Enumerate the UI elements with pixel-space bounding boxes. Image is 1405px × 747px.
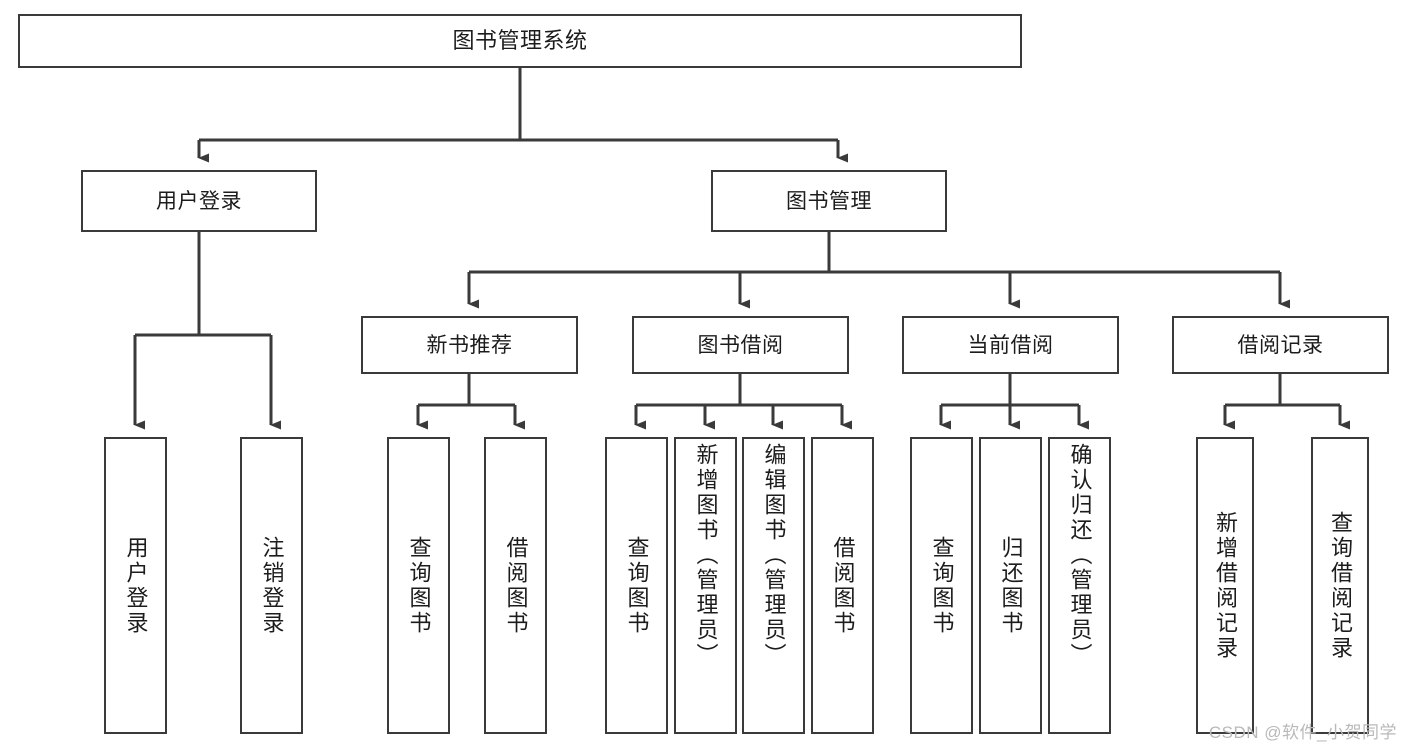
node-label: 用户登录 <box>156 189 242 213</box>
node-label: 新增图书（管理员） <box>693 443 719 668</box>
leaf-logout-login[interactable]: 注销登录 <box>240 437 303 734</box>
node-label: 借阅图书 <box>830 535 856 636</box>
node-book-manage[interactable]: 图书管理 <box>711 170 947 232</box>
leaf-query-book-borrow[interactable]: 查询图书 <box>605 437 668 734</box>
node-label: 确认归还（管理员） <box>1067 443 1093 668</box>
node-label: 图书借阅 <box>697 333 784 357</box>
node-label: 新书推荐 <box>426 333 513 357</box>
node-label: 图书管理 <box>786 189 872 213</box>
leaf-add-borrow-record[interactable]: 新增借阅记录 <box>1196 437 1254 734</box>
leaf-return-book[interactable]: 归还图书 <box>979 437 1042 734</box>
leaf-query-borrow-record[interactable]: 查询借阅记录 <box>1311 437 1369 734</box>
node-label: 编辑图书（管理员） <box>761 443 787 668</box>
edge-bookborrow-to-leaves <box>634 374 852 430</box>
edge-root-to-level2 <box>197 68 848 163</box>
leaf-borrow-book-borrow[interactable]: 借阅图书 <box>811 437 874 734</box>
node-label: 用户登录 <box>123 535 149 636</box>
leaf-edit-book-admin[interactable]: 编辑图书（管理员） <box>742 437 805 734</box>
node-label: 借阅图书 <box>503 535 529 636</box>
node-label: 归还图书 <box>998 535 1024 636</box>
node-user-login[interactable]: 用户登录 <box>81 170 317 232</box>
node-label: 查询图书 <box>406 535 432 636</box>
node-label: 图书管理系统 <box>452 28 588 53</box>
leaf-borrow-book-recommend[interactable]: 借阅图书 <box>484 437 547 734</box>
node-label: 查询图书 <box>929 535 955 636</box>
leaf-add-book-admin[interactable]: 新增图书（管理员） <box>674 437 737 734</box>
node-root-system[interactable]: 图书管理系统 <box>18 14 1022 68</box>
watermark: CSDN @软件_小贺同学 <box>1208 723 1397 742</box>
node-label: 查询图书 <box>624 535 650 636</box>
node-label: 查询借阅记录 <box>1328 510 1353 661</box>
edge-bookmanage-to-level3 <box>467 232 1290 309</box>
node-label: 注销登录 <box>259 535 285 636</box>
edge-newbook-to-leaves <box>416 374 525 430</box>
leaf-query-book-recommend[interactable]: 查询图书 <box>387 437 450 734</box>
leaf-user-login[interactable]: 用户登录 <box>104 437 167 734</box>
node-label: 借阅记录 <box>1237 333 1324 357</box>
edge-borrowrecord-to-leaves <box>1223 374 1350 430</box>
leaf-query-book-current[interactable]: 查询图书 <box>910 437 973 734</box>
edge-currentborrow-to-leaves <box>939 374 1089 430</box>
node-borrow-record[interactable]: 借阅记录 <box>1172 316 1389 374</box>
leaf-confirm-return-admin[interactable]: 确认归还（管理员） <box>1048 437 1111 734</box>
node-label: 新增借阅记录 <box>1213 510 1238 661</box>
edge-userlogin-to-leaves <box>133 232 281 430</box>
node-current-borrow[interactable]: 当前借阅 <box>902 316 1119 374</box>
node-label: 当前借阅 <box>967 333 1054 357</box>
node-book-borrow[interactable]: 图书借阅 <box>632 316 849 374</box>
node-new-book-recommend[interactable]: 新书推荐 <box>361 316 578 374</box>
